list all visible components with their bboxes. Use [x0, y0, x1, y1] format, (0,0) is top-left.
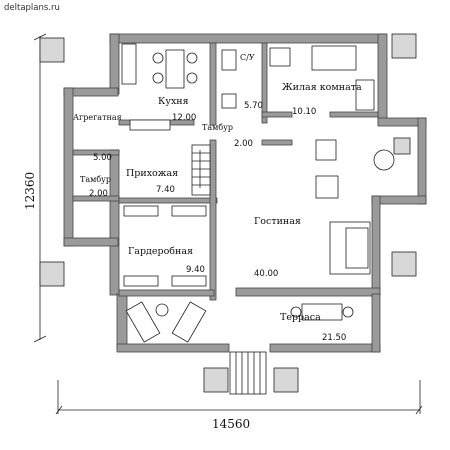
plant-pot-icon [39, 261, 65, 287]
room-area-wardrobe: 9.40 [186, 265, 205, 275]
room-area-lounge: 40.00 [254, 269, 278, 279]
stairs [191, 144, 211, 196]
dimension-height: 12360 [23, 172, 37, 210]
entrance-steps [229, 351, 267, 395]
room-area-hall: 7.40 [156, 185, 175, 195]
room-labels: Кухня 12.00 С/У 5.70 Жилая комната 10.10… [73, 53, 362, 343]
room-area-terrace: 21.50 [322, 333, 346, 343]
room-area-living: 10.10 [292, 107, 316, 117]
room-name-hall: Прихожая [126, 168, 178, 179]
walls [63, 33, 427, 353]
room-area-wc: 5.70 [244, 101, 263, 111]
furniture [121, 43, 411, 343]
room-name-lounge: Гостиная [254, 216, 301, 227]
room-area-kitchen: 12.00 [172, 113, 196, 123]
plant-pot-icon [391, 251, 417, 277]
room-area-vestibule-center: 2.00 [234, 139, 253, 149]
plant-pot-icon-group [39, 33, 417, 393]
room-name-wc: С/У [240, 53, 255, 62]
room-area-vestibule-left: 2.00 [89, 189, 108, 199]
plant-pot-icon [39, 37, 65, 63]
room-name-living: Жилая комната [282, 82, 362, 93]
plant-pot-icon [203, 367, 229, 393]
room-name-vestibule-left: Тамбур [80, 175, 111, 184]
plant-pot-icon [391, 33, 417, 59]
plant-pot-icon [273, 367, 299, 393]
room-name-terrace: Терраса [280, 312, 321, 323]
room-name-wardrobe: Гардеробная [128, 246, 193, 257]
room-name-kitchen: Кухня [158, 96, 189, 107]
dimension-lines [33, 33, 423, 415]
room-area-utility: 5.00 [93, 153, 112, 163]
room-name-vestibule-center: Тамбур [202, 123, 233, 132]
site-watermark: deltaplans.ru [4, 3, 60, 13]
room-name-utility: Агрегатная [73, 113, 122, 122]
dimension-width: 14560 [212, 417, 250, 431]
